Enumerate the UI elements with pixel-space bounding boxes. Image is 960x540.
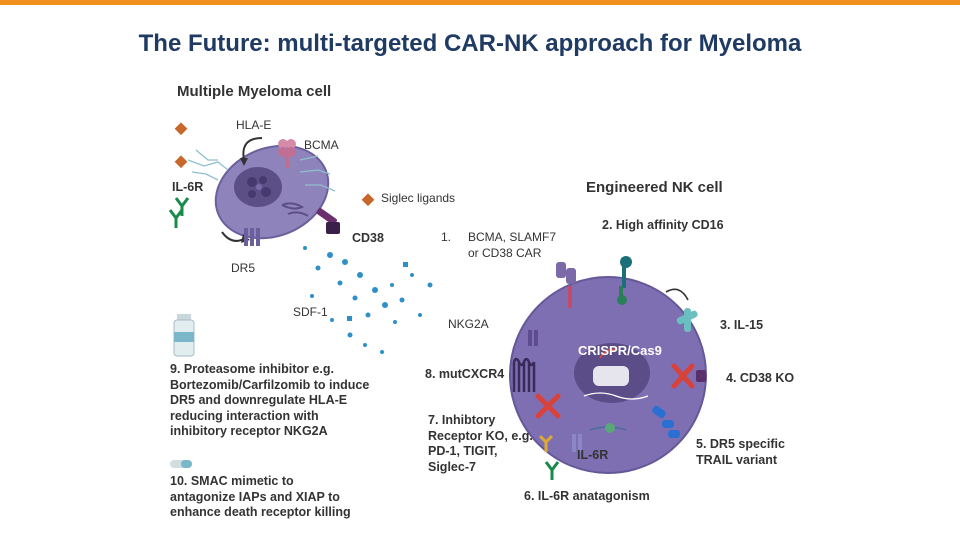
il6r-label: IL-6R [172, 180, 203, 194]
item-8-cxcr4: 8. mutCXCR4 [425, 367, 504, 383]
cd38-nk-receptor [696, 370, 706, 382]
nk-cell-heading: Engineered NK cell [586, 179, 723, 196]
crispr-label: CRISPR/Cas9 [578, 343, 662, 358]
il6r-antagonist-antibody [546, 462, 558, 480]
smac-mimetic-pill-icon [170, 460, 192, 468]
item-6-il6r: 6. IL-6R anatagonism [524, 489, 650, 505]
car-number: 1. [441, 230, 451, 244]
note-10-smac-mimetic: 10. SMAC mimetic to antagonize IAPs and … [170, 474, 360, 521]
item-3-il15: 3. IL-15 [720, 318, 763, 334]
hla-e-label: HLA-E [236, 118, 271, 132]
item-7-inhibitory-ko: 7. Inhibtory Receptor KO, e.g. PD-1, TIG… [428, 413, 536, 475]
cd38-label: CD38 [352, 231, 384, 245]
mm-cell-heading: Multiple Myeloma cell [177, 83, 331, 100]
il6r-nk-label: IL-6R [577, 448, 608, 462]
cd38-receptor [316, 207, 340, 234]
il6r-antibody [170, 198, 188, 228]
bcma-label: BCMA [304, 138, 339, 152]
proteasome-inhibitor-vial-icon [174, 314, 194, 356]
item-2-cd16: 2. High affinity CD16 [602, 218, 724, 234]
sdf1-chemokine-dots [303, 246, 433, 354]
nk-cell [510, 277, 706, 473]
dr5-label: DR5 [231, 261, 255, 275]
dr5-receptor [244, 228, 260, 246]
siglec-ligands-label: Siglec ligands [381, 191, 455, 205]
nkg2a-label: NKG2A [448, 317, 489, 331]
car-label: BCMA, SLAMF7 or CD38 CAR [468, 230, 570, 261]
sdf1-label: SDF-1 [293, 305, 328, 319]
item-4-cd38-ko: 4. CD38 KO [726, 371, 794, 387]
item-5-trail: 5. DR5 specific TRAIL variant [696, 437, 814, 468]
note-9-proteasome-inhibitor: 9. Proteasome inhibitor e.g. Bortezomib/… [170, 362, 370, 440]
